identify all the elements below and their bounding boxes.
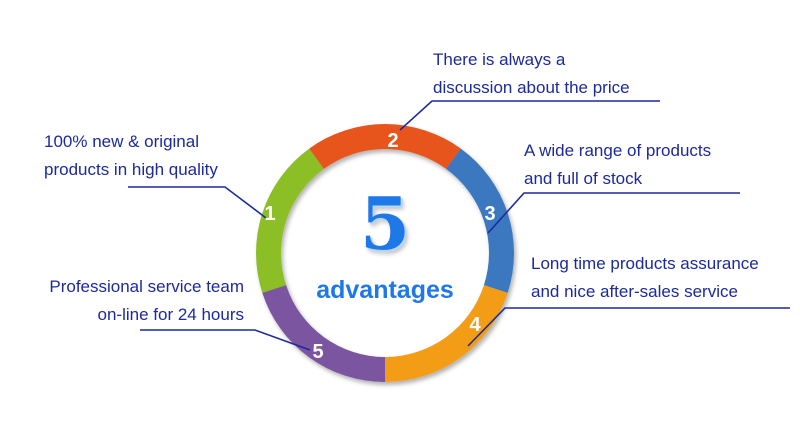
label-line: Professional service team: [49, 277, 244, 296]
label-line: 100% new & original: [44, 132, 199, 151]
label-advantage-5: Professional service team on-line for 24…: [22, 273, 244, 329]
segment-number-5: 5: [312, 341, 323, 363]
segment-number-4: 4: [469, 314, 481, 336]
label-line: and nice after-sales service: [531, 282, 738, 301]
label-line: Long time products assurance: [531, 254, 759, 273]
label-line: discussion about the price: [433, 78, 630, 97]
segment-number-2: 2: [387, 130, 398, 152]
label-advantage-3: A wide range of products and full of sto…: [524, 137, 711, 193]
ring-segment-5: [262, 285, 385, 382]
center-number: 5: [359, 181, 411, 266]
ring-segment-4: [385, 285, 508, 382]
leader-line-1: [128, 186, 267, 219]
ring-segment-2: [309, 124, 461, 169]
segment-number-3: 3: [484, 203, 495, 225]
label-line: A wide range of products: [524, 141, 712, 160]
label-line: and full of stock: [524, 169, 643, 188]
label-line: products in high quality: [44, 160, 218, 179]
leader-line-2: [399, 100, 660, 131]
leader-line-3: [487, 192, 740, 234]
label-line: There is always a: [433, 50, 566, 69]
label-advantage-1: 100% new & original products in high qua…: [44, 128, 218, 184]
label-advantage-4: Long time products assurance and nice af…: [531, 250, 759, 306]
ring-segment-3: [446, 148, 515, 293]
center-caption: advantages: [316, 276, 454, 304]
label-line: on-line for 24 hours: [97, 305, 244, 324]
label-advantage-2: There is always a discussion about the p…: [433, 46, 630, 102]
ring-segment-1: [255, 148, 324, 293]
segment-number-1: 1: [264, 203, 275, 225]
leader-line-5: [140, 329, 311, 351]
leader-line-4: [467, 307, 790, 347]
